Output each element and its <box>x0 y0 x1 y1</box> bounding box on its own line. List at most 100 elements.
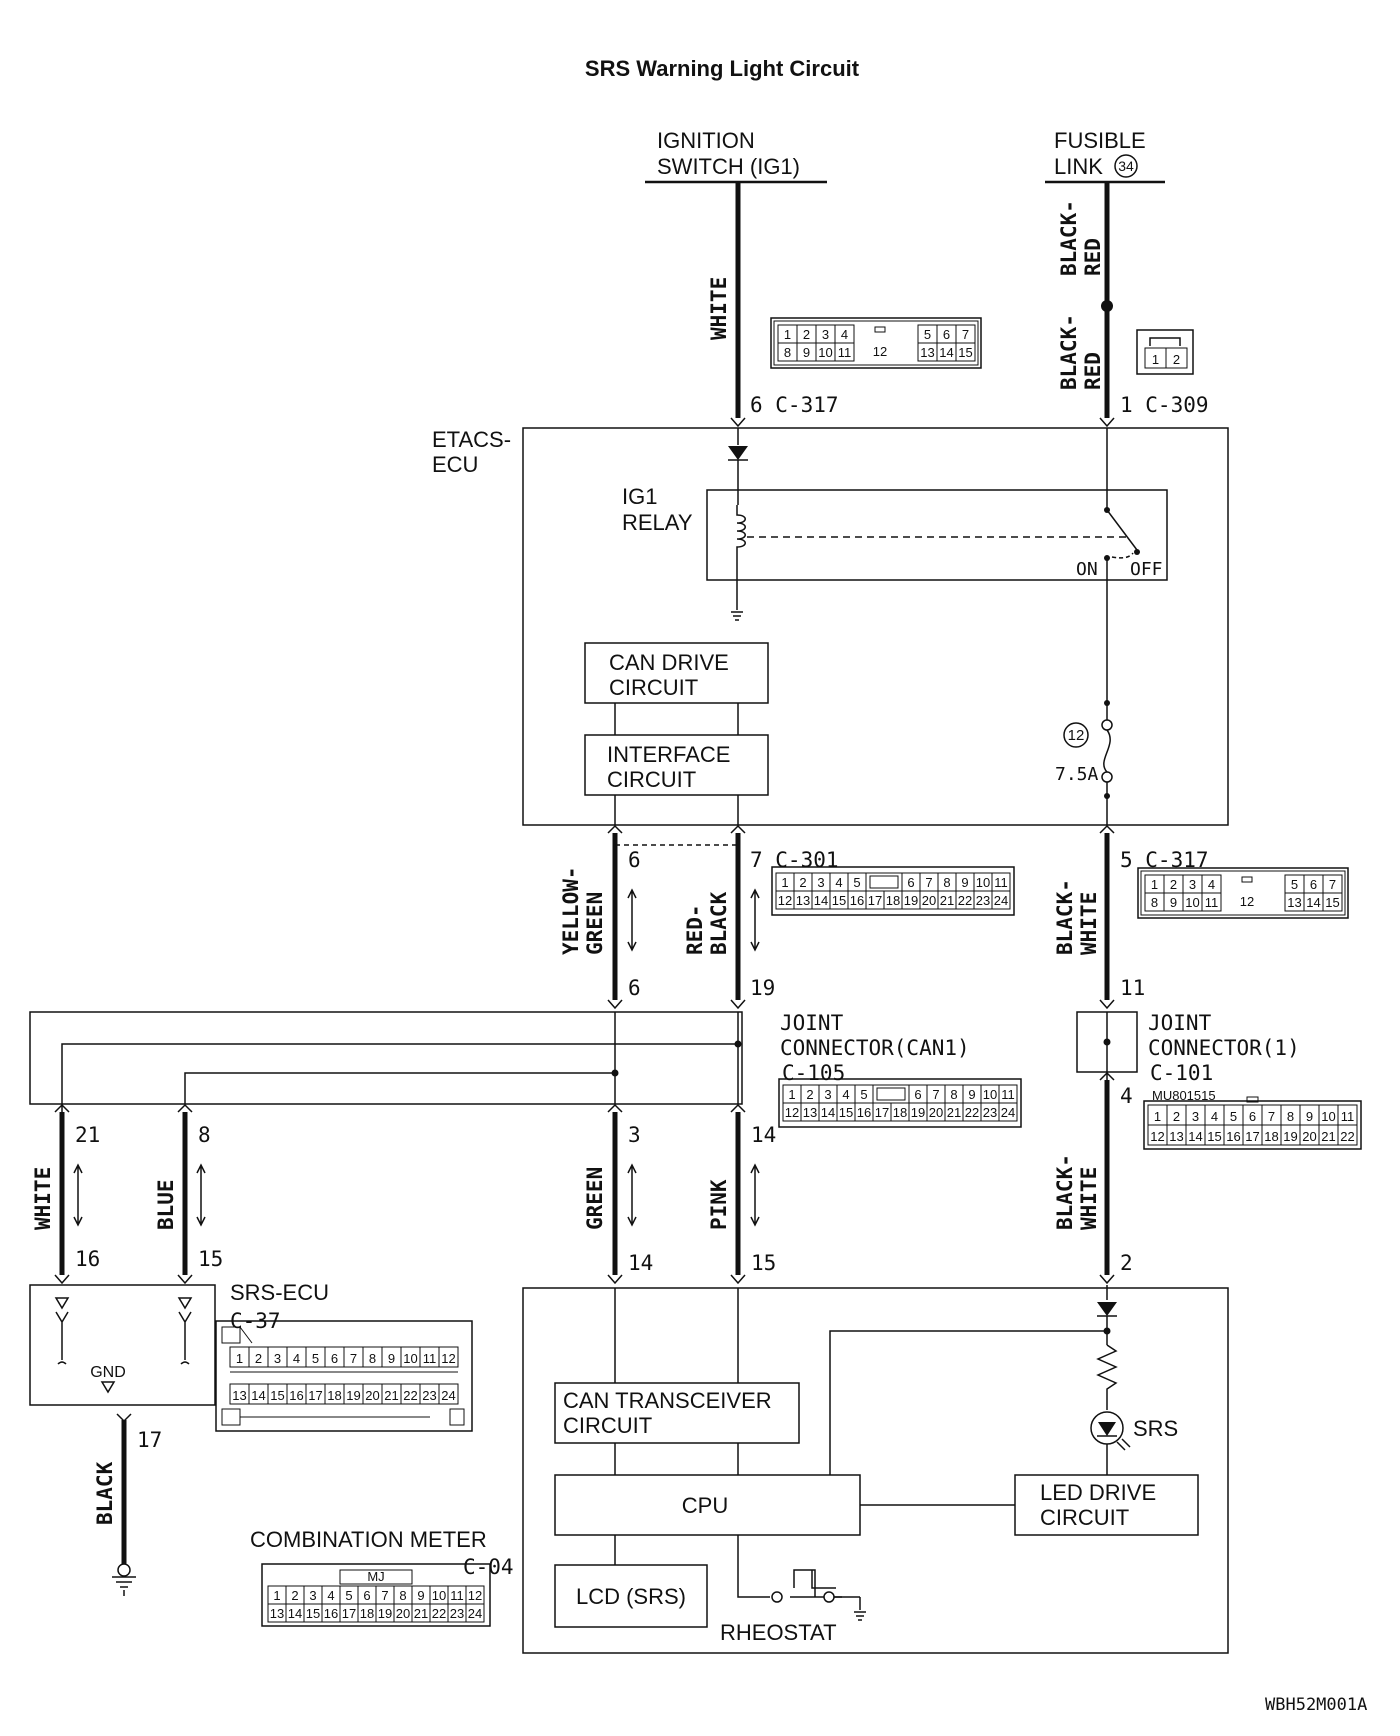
pin-c301-6: 6 <box>628 848 641 872</box>
face-c37-pin-number: 1 <box>236 1351 243 1366</box>
connector-latch <box>874 326 886 333</box>
face-c317-mid-pin-number: 2 <box>1170 877 1177 892</box>
face-c37-pin-cell <box>438 1346 459 1368</box>
face-c105-pin-number: 14 <box>821 1105 835 1120</box>
rheostat-label: RHEOSTAT <box>720 1620 837 1645</box>
face-c301-pin-number: 10 <box>976 875 990 890</box>
face-c105-pin-number: 20 <box>929 1105 943 1120</box>
led-drive-label-2: CIRCUIT <box>1040 1505 1129 1530</box>
face-c317-top-pin-number: 7 <box>962 327 969 342</box>
face-c101-pin-number: 21 <box>1321 1129 1335 1144</box>
wire-label-black-white-1a: BLACK- <box>1053 879 1077 955</box>
face-c317-mid-pin-cell <box>1201 892 1222 912</box>
connector-latch <box>221 1326 253 1344</box>
face-c301-pin-number: 15 <box>832 893 846 908</box>
face-c301-pin-number: 8 <box>943 875 950 890</box>
relay-switch-dash <box>1111 552 1134 559</box>
pin-joint1-11: 11 <box>1120 976 1145 1000</box>
face-c04-pin-number: 10 <box>432 1588 446 1603</box>
face-c101-pin-number: 2 <box>1173 1109 1180 1124</box>
face-c04-pin-number: 3 <box>309 1588 316 1603</box>
face-c101-pin-number: 22 <box>1340 1129 1354 1144</box>
face-c04-pin-number: 22 <box>432 1606 446 1621</box>
face-c317-top-pin-number: 13 <box>920 345 934 360</box>
face-c105-pin-number: 19 <box>911 1105 925 1120</box>
face-c37-pin-number: 14 <box>251 1388 265 1403</box>
face-c101-pin-number: 20 <box>1302 1129 1316 1144</box>
face-c317-top-pin-cell <box>955 342 976 362</box>
connector-housing <box>770 317 982 369</box>
face-c317-mid-pin-cell <box>1322 892 1343 912</box>
connector-tab-label: MJ <box>367 1569 384 1584</box>
face-c37-pin-number: 8 <box>369 1351 376 1366</box>
face-c317-top-pin-number: 8 <box>784 345 791 360</box>
face-c04-pin-number: 12 <box>468 1588 482 1603</box>
wire-label-yellow-green-a: YELLOW- <box>559 866 583 955</box>
face-c105-pin-number: 2 <box>806 1087 813 1102</box>
fusible-link-label-2: LINK <box>1054 154 1103 179</box>
joint-can1-label-2: CONNECTOR(CAN1) <box>780 1036 970 1060</box>
can-drive-label-1: CAN DRIVE <box>609 650 729 675</box>
ground-icon <box>112 1576 136 1596</box>
face-c317-top-pin-number: 1 <box>784 327 791 342</box>
face-c101-pin-number: 15 <box>1207 1129 1221 1144</box>
diode-icon-etacs <box>728 446 748 460</box>
face-c37-pin-number: 3 <box>274 1351 281 1366</box>
wire-label-black-white-2a: BLACK- <box>1053 1154 1077 1230</box>
connector-housing <box>1143 1100 1362 1150</box>
face-c37-pin-number: 23 <box>422 1388 436 1403</box>
resistor-icon <box>1096 1344 1118 1410</box>
face-c301-pin-number: 11 <box>994 875 1008 890</box>
face-c105-pin-cell <box>998 1102 1018 1122</box>
face-c04-pin-cell <box>465 1603 485 1623</box>
wire-label-red-black-b: BLACK <box>707 891 731 955</box>
face-c309-pin-number: 1 <box>1152 352 1159 367</box>
can-transceiver-label-1: CAN TRANSCEIVER <box>563 1388 772 1413</box>
face-c37-pin-number: 22 <box>403 1388 417 1403</box>
face-c101-pin-number: 7 <box>1268 1109 1275 1124</box>
face-c37-pin-number: 20 <box>365 1388 379 1403</box>
fuse-number-circle <box>1063 722 1089 748</box>
wire-label-black-white-1b: WHITE <box>1077 892 1101 955</box>
face-c37-pin-number: 24 <box>441 1388 455 1403</box>
led-drive-label-1: LED DRIVE <box>1040 1480 1156 1505</box>
face-c101-pin-number: 16 <box>1226 1129 1240 1144</box>
face-c317-mid-pin-number: 6 <box>1310 877 1317 892</box>
face-c04-pin-number: 11 <box>450 1588 464 1603</box>
face-c04-pin-number: 21 <box>414 1606 428 1621</box>
connector-housing <box>771 866 1015 916</box>
face-c317-mid-pin-number: 1 <box>1151 877 1158 892</box>
face-c37-pin-cell <box>438 1383 459 1405</box>
face-c317-mid-pin-number: 8 <box>1151 895 1158 910</box>
face-c37-pin-number: 6 <box>331 1351 338 1366</box>
face-c301-pin-number: 22 <box>958 893 972 908</box>
face-c105-pin-number: 1 <box>788 1087 795 1102</box>
pin-joint-19: 19 <box>750 976 775 1000</box>
face-c301-pin-number: 24 <box>994 893 1008 908</box>
face-c04-pin-number: 6 <box>363 1588 370 1603</box>
face-c317-mid-pin-number: 15 <box>1325 895 1339 910</box>
face-c105-pin-number: 15 <box>839 1105 853 1120</box>
relay-off-contact <box>1134 549 1140 555</box>
face-c04-pin-number: 2 <box>291 1588 298 1603</box>
face-c101-pin-number: 4 <box>1211 1109 1218 1124</box>
fuse-number: 12 <box>1068 727 1085 744</box>
face-c317-top-pin-number: 15 <box>958 345 972 360</box>
face-c301-pin-number: 20 <box>922 893 936 908</box>
face-c105-pin-number: 3 <box>824 1087 831 1102</box>
pin-15a: 15 <box>198 1247 223 1271</box>
relay-ground-icon <box>731 611 743 621</box>
face-c317-top-pin-number: 5 <box>924 327 931 342</box>
face-c37-pin-number: 17 <box>308 1388 322 1403</box>
face-c101-pin-cell <box>1337 1124 1358 1146</box>
face-c317-top-pin-number: 4 <box>841 327 848 342</box>
face-c317-top-pin-number: 3 <box>822 327 829 342</box>
face-c101-pin-number: 5 <box>1230 1109 1237 1124</box>
joint-1-part-number: MU801515 <box>1152 1088 1216 1103</box>
face-c101-pin-number: 12 <box>1150 1129 1164 1144</box>
face-c105-pin-number: 11 <box>1001 1087 1015 1102</box>
